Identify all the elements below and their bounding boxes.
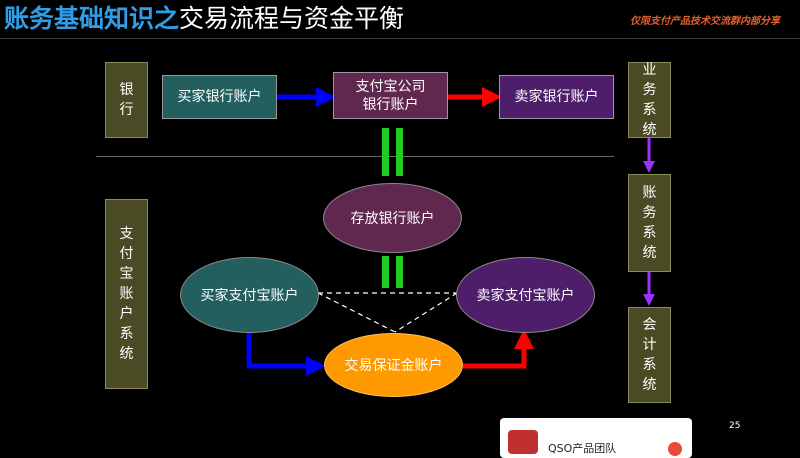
chat-card-text: QSO产品团队 — [548, 442, 617, 455]
page-number: 25 — [729, 421, 741, 431]
section-divider — [96, 156, 614, 157]
title-divider — [0, 38, 800, 39]
title-part-1: 账务基础知识之 — [4, 4, 180, 33]
green-link-upper-right — [396, 128, 403, 176]
slide-title: 账务基础知识之交易流程与资金平衡 — [4, 2, 404, 36]
label-alipay-system-text: 支付宝账户系统 — [119, 226, 134, 362]
oval-deposit-bank-account: 存放银行账户 — [323, 183, 462, 253]
green-link-lower-right — [396, 256, 403, 288]
dashed-buyer-to-escrow — [317, 292, 396, 333]
notification-badge — [668, 442, 682, 456]
slide-subtitle: 仅限支付产品技术交流群内部分享 — [630, 16, 780, 27]
arrow-escrow-to-seller-alipay — [463, 329, 534, 369]
label-account-system: 账务系统 — [628, 174, 671, 272]
box-seller-bank-account: 卖家银行账户 — [499, 75, 614, 119]
green-link-lower-left — [382, 256, 389, 288]
label-business-system: 业务系统 — [628, 62, 671, 138]
label-accounting-system-text: 会计系统 — [642, 317, 657, 393]
label-alipay-system: 支付宝账户系统 — [105, 199, 148, 389]
oval-buyer-alipay-account: 买家支付宝账户 — [180, 257, 319, 333]
oval-escrow-account: 交易保证金账户 — [324, 333, 463, 397]
label-bank: 银行 — [105, 62, 148, 138]
oval-seller-alipay-account: 卖家支付宝账户 — [456, 257, 595, 333]
box-buyer-bank-account: 买家银行账户 — [162, 75, 277, 119]
avatar — [508, 430, 538, 454]
label-business-system-text: 业务系统 — [642, 62, 657, 138]
label-account-system-text: 账务系统 — [642, 185, 657, 261]
box-alipay-bank-account: 支付宝公司 银行账户 — [333, 72, 448, 119]
green-link-upper-left — [382, 128, 389, 176]
label-accounting-system: 会计系统 — [628, 307, 671, 403]
arrow-buyer-alipay-to-escrow — [246, 332, 326, 376]
label-bank-text: 银行 — [119, 82, 134, 118]
title-part-2: 交易流程与资金平衡 — [179, 4, 405, 33]
dashed-seller-to-escrow — [394, 292, 458, 333]
